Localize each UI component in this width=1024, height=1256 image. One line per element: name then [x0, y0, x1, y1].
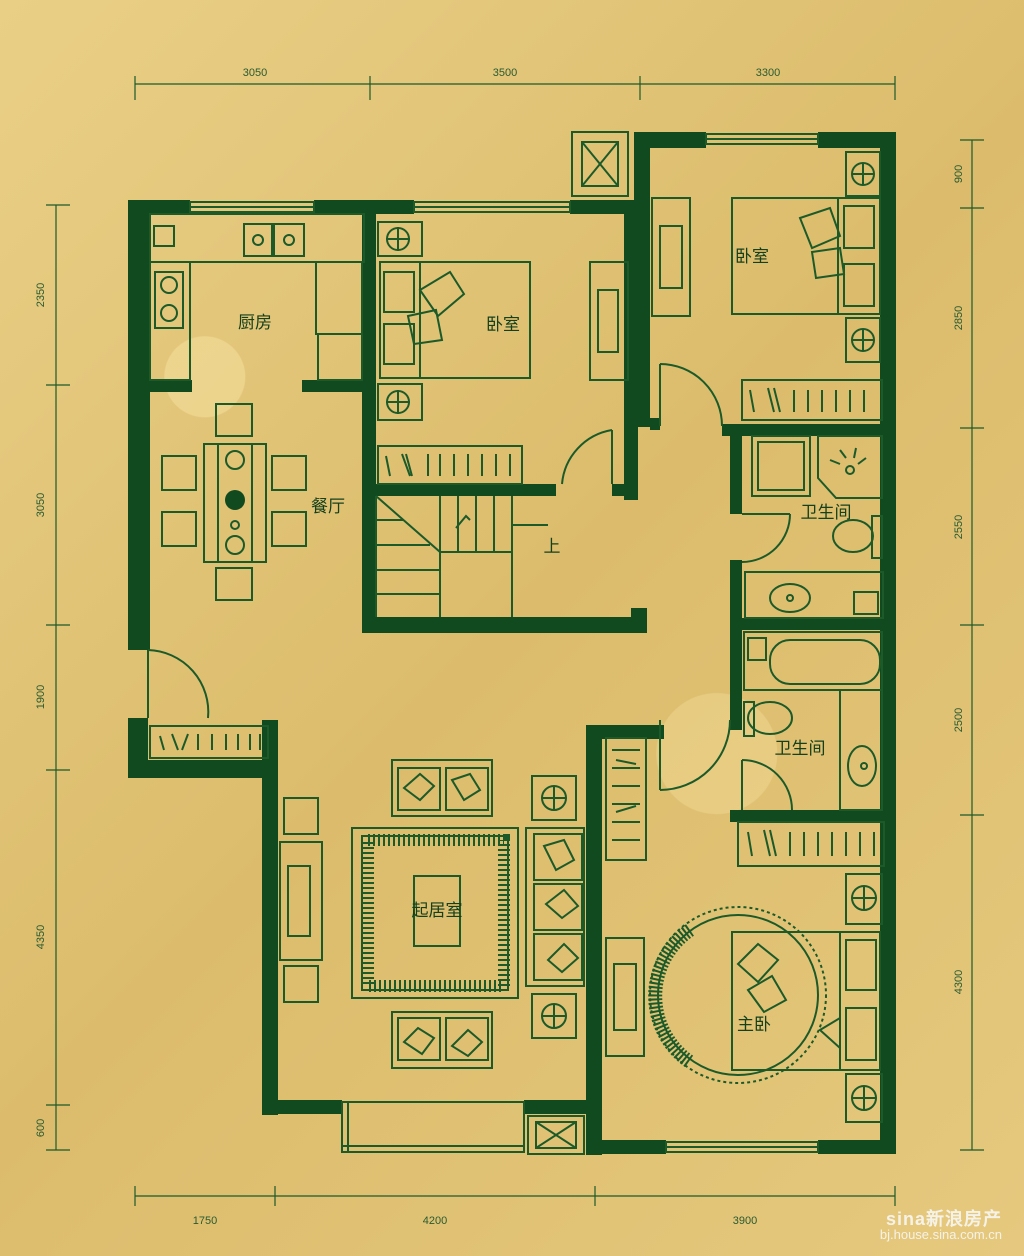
watermark: sina新浪房产 bj.house.sina.com.cn	[879, 1209, 1002, 1242]
master-wardrobe	[605, 737, 647, 861]
watermark-brand: sina新浪房产	[885, 1209, 1002, 1229]
room-label-kitchen: 厨房	[238, 313, 272, 333]
dim-left-5: 600	[35, 1119, 47, 1137]
master-bedroom-furniture	[605, 873, 883, 1123]
dim-right-5: 4300	[953, 970, 965, 994]
upper-bathroom-fixtures	[744, 435, 884, 619]
room-label-bath-lower: 卫生间	[775, 739, 826, 759]
right-bedroom-furniture	[651, 151, 883, 421]
dim-top-3: 3300	[756, 67, 780, 79]
staircase	[375, 495, 548, 617]
dim-top-1: 3050	[243, 67, 267, 79]
dining-table-set	[161, 403, 307, 601]
left-bedroom-furniture	[377, 221, 629, 485]
dim-bottom-1: 1750	[193, 1215, 217, 1227]
entry-cabinet	[149, 725, 269, 759]
kitchen-fixtures	[149, 213, 365, 381]
living-room-furniture	[279, 759, 585, 1069]
dim-left-4: 4350	[35, 925, 47, 949]
dim-left-1: 2350	[35, 283, 47, 307]
dim-right-4: 2500	[953, 708, 965, 732]
dim-right-1: 900	[953, 165, 965, 183]
stair-up-label: 上	[544, 537, 561, 557]
room-label-bedroom-right: 卧室	[735, 247, 769, 267]
room-label-dining: 餐厅	[311, 497, 345, 517]
room-label-master: 主卧	[737, 1015, 771, 1035]
dim-right-2: 2850	[953, 306, 965, 330]
dim-left-2: 3050	[35, 493, 47, 517]
room-label-living: 起居室	[412, 901, 463, 921]
dim-left-3: 1900	[35, 685, 47, 709]
watermark-url: bj.house.sina.com.cn	[879, 1227, 1002, 1242]
room-label-bath-upper: 卫生间	[801, 503, 852, 523]
doors	[147, 363, 793, 811]
windows	[189, 131, 819, 1155]
room-label-bedroom-left: 卧室	[486, 315, 520, 335]
walls	[128, 132, 896, 1155]
dim-bottom-2: 4200	[423, 1215, 447, 1227]
dim-bottom-3: 3900	[733, 1215, 757, 1227]
dim-right-3: 2550	[953, 515, 965, 539]
lower-bathroom-fixtures	[737, 631, 885, 867]
dim-top-2: 3500	[493, 67, 517, 79]
dimension-lines	[46, 76, 984, 1206]
